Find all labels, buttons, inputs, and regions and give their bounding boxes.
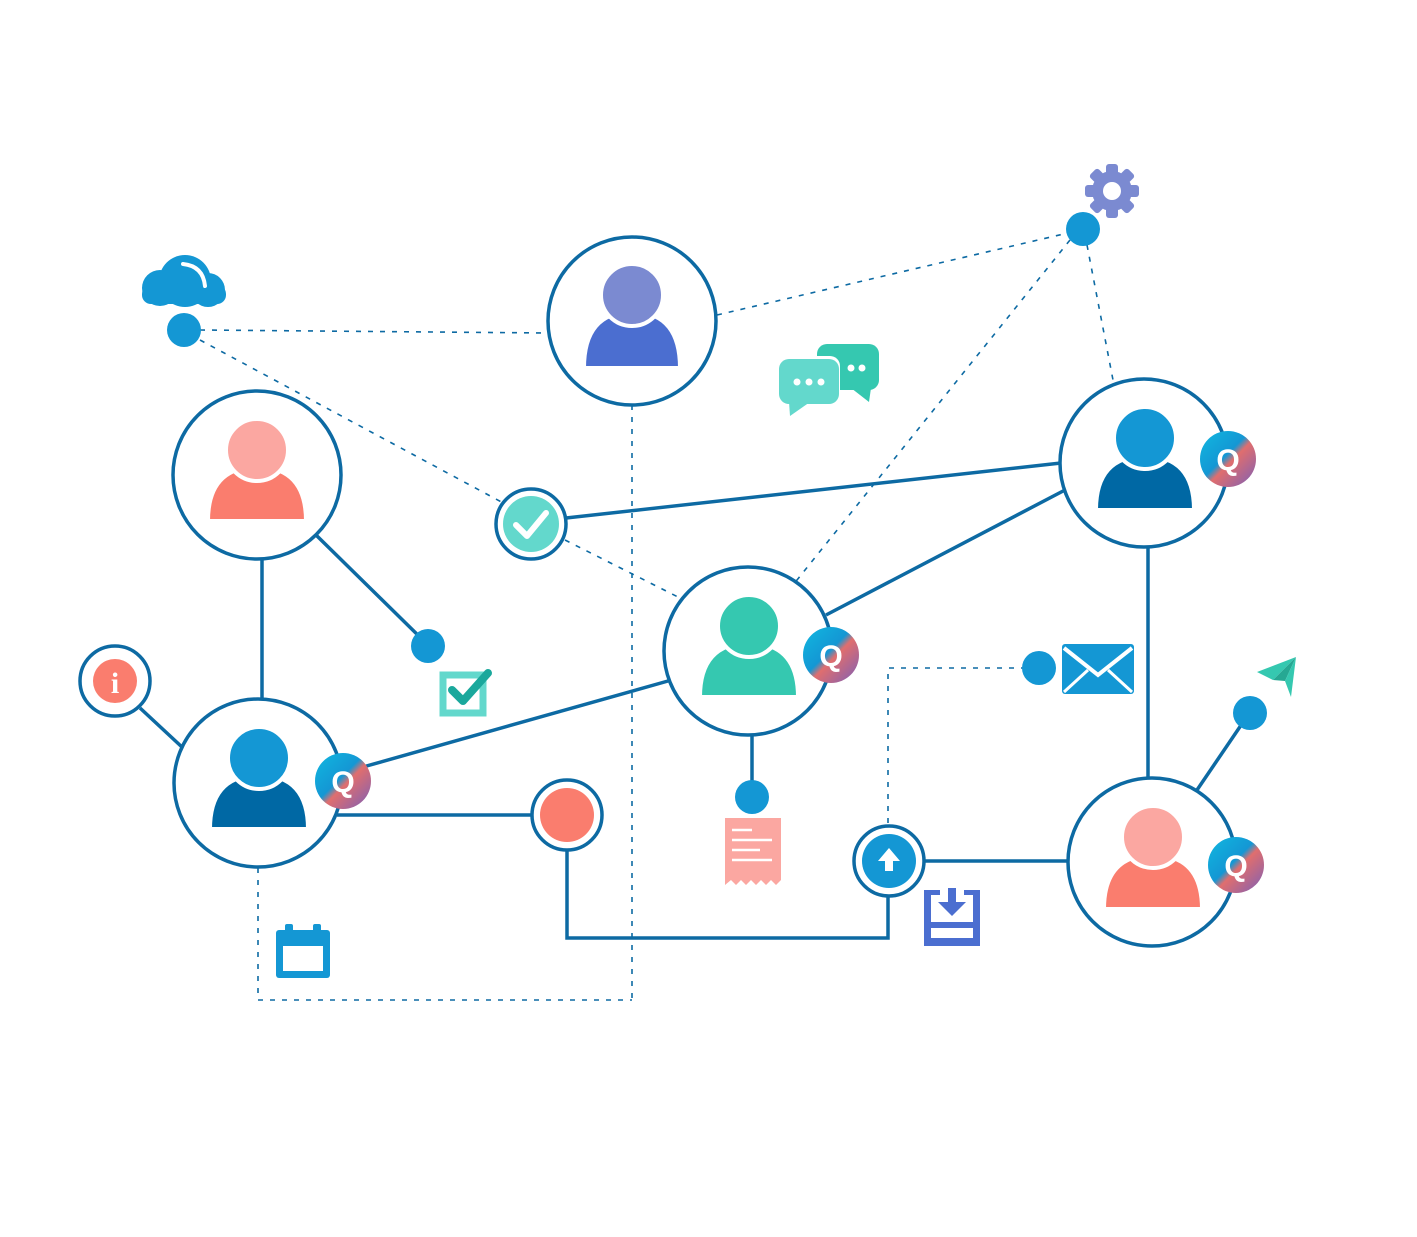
checkmark-icon bbox=[513, 510, 549, 539]
send-dot bbox=[1233, 696, 1267, 730]
gear-icon bbox=[1085, 164, 1139, 218]
checkbox-dot bbox=[411, 629, 445, 663]
checkbox-icon bbox=[439, 669, 492, 717]
user-node-top-right[interactable] bbox=[1058, 377, 1230, 549]
dashed-connections bbox=[199, 232, 1114, 1001]
download-tray-icon bbox=[924, 888, 980, 946]
solid-connections bbox=[138, 461, 1252, 940]
q-badge-letter: Q bbox=[1224, 850, 1247, 883]
cloud-dot bbox=[167, 313, 201, 347]
calendar-icon bbox=[276, 924, 330, 978]
upload-node[interactable] bbox=[852, 824, 926, 898]
check-node[interactable] bbox=[494, 487, 568, 561]
paper-plane-icon bbox=[1257, 657, 1296, 697]
user-avatar-icon bbox=[697, 593, 801, 699]
dashed-link-top-user-to-gear bbox=[716, 232, 1069, 316]
receipt-icon bbox=[725, 818, 781, 885]
user-node-top-left[interactable] bbox=[171, 389, 343, 561]
dashed-link-calendar-path bbox=[257, 868, 632, 1001]
chat-bubbles-icon bbox=[776, 344, 879, 416]
user-node-bottom-left[interactable] bbox=[172, 697, 344, 869]
link-info-to-bottomleft bbox=[138, 706, 185, 750]
q-badge-icon: Q bbox=[803, 627, 859, 683]
link-red-node-to-upload bbox=[565, 850, 890, 940]
user-avatar-icon bbox=[1093, 405, 1197, 512]
dashed-link-gear-to-top-right bbox=[1086, 244, 1114, 381]
gear-dot bbox=[1066, 212, 1100, 246]
user-node-bottom-right[interactable] bbox=[1066, 776, 1238, 948]
dashed-link-mail-to-upload bbox=[887, 667, 1038, 825]
mail-dot bbox=[1022, 651, 1056, 685]
cloud-icon bbox=[142, 255, 226, 307]
dashed-link-cloud-to-top-user bbox=[199, 329, 549, 334]
q-badge-letter: Q bbox=[1216, 444, 1239, 477]
link-bottomleft-to-center bbox=[362, 679, 669, 769]
dashed-link-check-to-center bbox=[564, 539, 681, 599]
link-center-to-topright bbox=[825, 488, 1066, 617]
q-badge-letter: Q bbox=[331, 766, 354, 799]
link-topleft-to-dot bbox=[314, 533, 430, 647]
user-avatar-icon bbox=[205, 417, 309, 523]
q-badge-icon: Q bbox=[315, 753, 371, 809]
user-avatar-icon bbox=[581, 262, 683, 370]
connector-dots bbox=[167, 212, 1267, 814]
q-badge-icon: Q bbox=[1200, 431, 1256, 487]
receipt-dot bbox=[735, 780, 769, 814]
dashed-link-cloud-to-check bbox=[199, 339, 508, 506]
upload-icon bbox=[878, 848, 900, 871]
mail-icon bbox=[1062, 644, 1134, 694]
user-avatar-icon bbox=[1101, 804, 1205, 911]
user-node-top-center[interactable] bbox=[546, 235, 718, 407]
info-node[interactable]: i bbox=[78, 644, 152, 718]
info-icon: i bbox=[111, 667, 119, 700]
user-avatar-icon bbox=[207, 725, 311, 831]
link-check-to-topright bbox=[565, 461, 1062, 520]
q-badge-letter: Q bbox=[819, 640, 842, 673]
dashed-link-gear-to-center bbox=[792, 239, 1071, 586]
user-node-center[interactable] bbox=[662, 565, 834, 737]
red-node[interactable] bbox=[530, 778, 604, 852]
q-badge-icon: Q bbox=[1208, 837, 1264, 893]
